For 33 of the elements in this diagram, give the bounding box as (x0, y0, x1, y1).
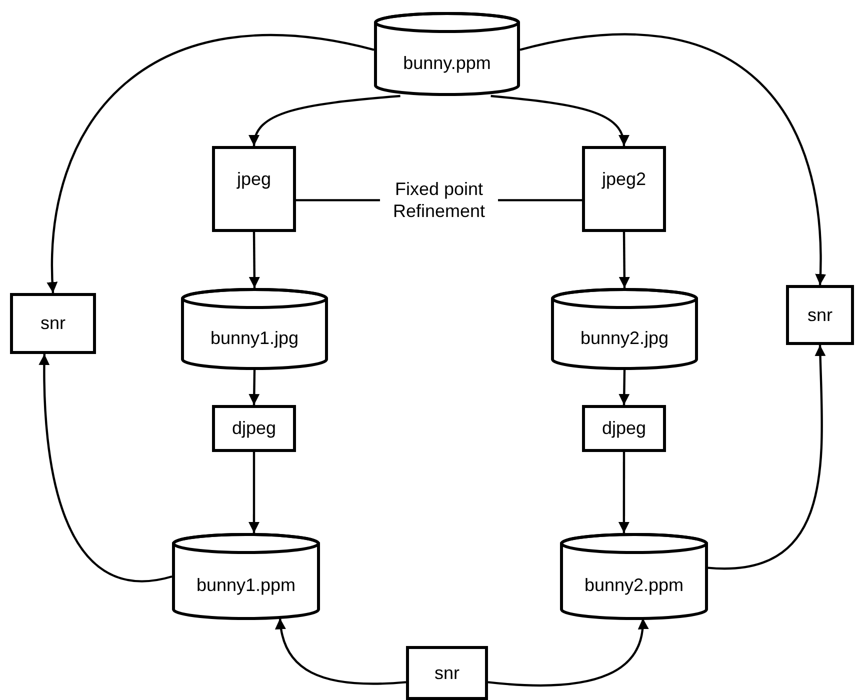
process-box (582, 405, 666, 452)
arrow (250, 94, 400, 146)
arrow (618, 232, 630, 288)
process-box (212, 146, 296, 232)
arrow (248, 232, 260, 288)
process-box (786, 285, 854, 345)
arrow (47, 34, 374, 294)
arrow (618, 452, 630, 533)
node-label: jpeg (236, 169, 272, 190)
arrow (488, 618, 648, 687)
process-box (406, 646, 488, 700)
node-label: bunny2.ppm (584, 575, 684, 596)
node-label: snr (40, 313, 66, 334)
arrow (708, 344, 826, 570)
arrow (490, 94, 628, 146)
node-label: bunny2.jpg (580, 328, 669, 348)
node-label: snr (807, 304, 832, 326)
arrow (38, 354, 172, 582)
node-label: snr (434, 662, 460, 684)
arrow (618, 370, 630, 406)
arrow (276, 618, 406, 685)
node-label: djpeg (232, 418, 276, 439)
node-label: bunny1.jpg (210, 328, 299, 348)
process-box (10, 293, 96, 354)
node-label: jpeg2 (602, 169, 646, 190)
arrow (248, 452, 260, 533)
process-box (212, 405, 296, 452)
node-label: djpeg (602, 418, 646, 439)
arrow (520, 33, 826, 285)
process-box (582, 146, 666, 232)
node-label: bunny.ppm (403, 52, 491, 74)
node-label: bunny1.ppm (196, 575, 296, 596)
arrow (248, 370, 260, 406)
